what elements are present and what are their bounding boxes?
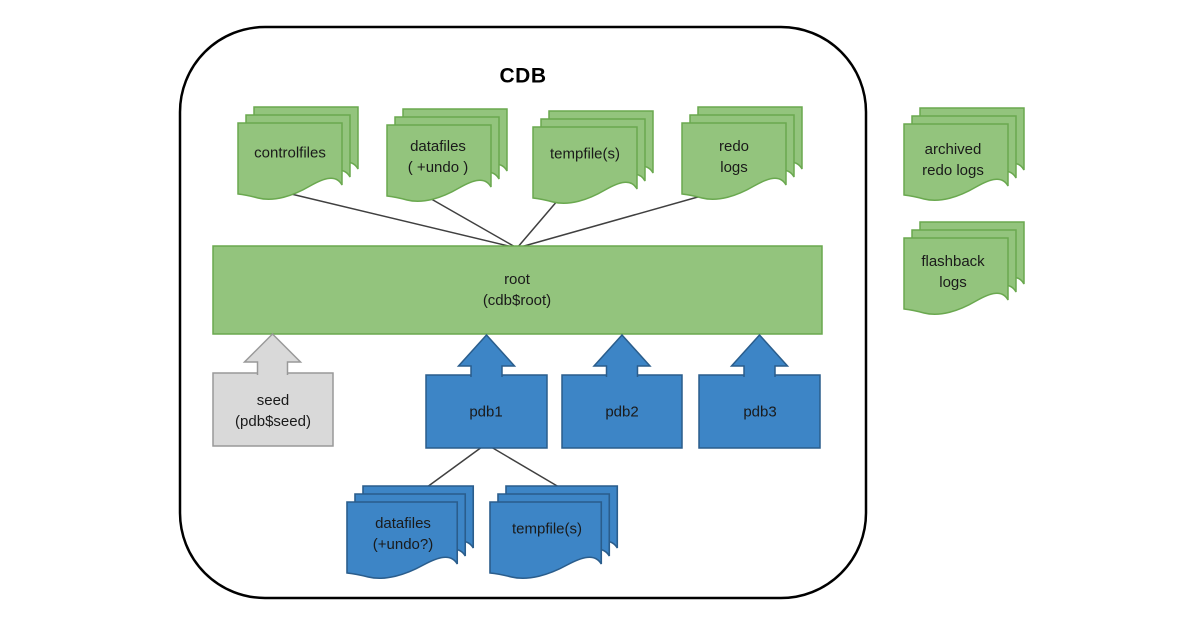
- cdb-stack-connectors: [286, 192, 713, 249]
- pdb3-up-arrow-icon: [729, 333, 790, 377]
- root-node: [212, 245, 823, 335]
- connector-datafiles-root: [425, 195, 518, 249]
- connector-redologs-root: [516, 192, 713, 249]
- pdb3-node: [698, 374, 821, 449]
- connector-tempfiles-root: [516, 199, 559, 249]
- seed-up-arrow-icon: [242, 332, 303, 375]
- connector-pdb1-datafiles: [422, 443, 487, 491]
- pdb1-up-arrow-icon: [456, 333, 517, 377]
- document-icon: [903, 237, 1009, 316]
- pdb1-node: [425, 374, 548, 449]
- pdb2-node: [561, 374, 683, 449]
- pdb1-stack-connectors: [422, 443, 565, 491]
- stack-flashback-logs: [903, 221, 1025, 316]
- document-icon: [903, 123, 1009, 202]
- stack-archived-redo-logs: [903, 107, 1025, 202]
- connector-pdb1-tempfiles: [485, 443, 565, 491]
- seed-node: [212, 372, 334, 447]
- pdb2-up-arrow-icon: [592, 333, 652, 377]
- connector-controlfiles-root: [286, 192, 518, 249]
